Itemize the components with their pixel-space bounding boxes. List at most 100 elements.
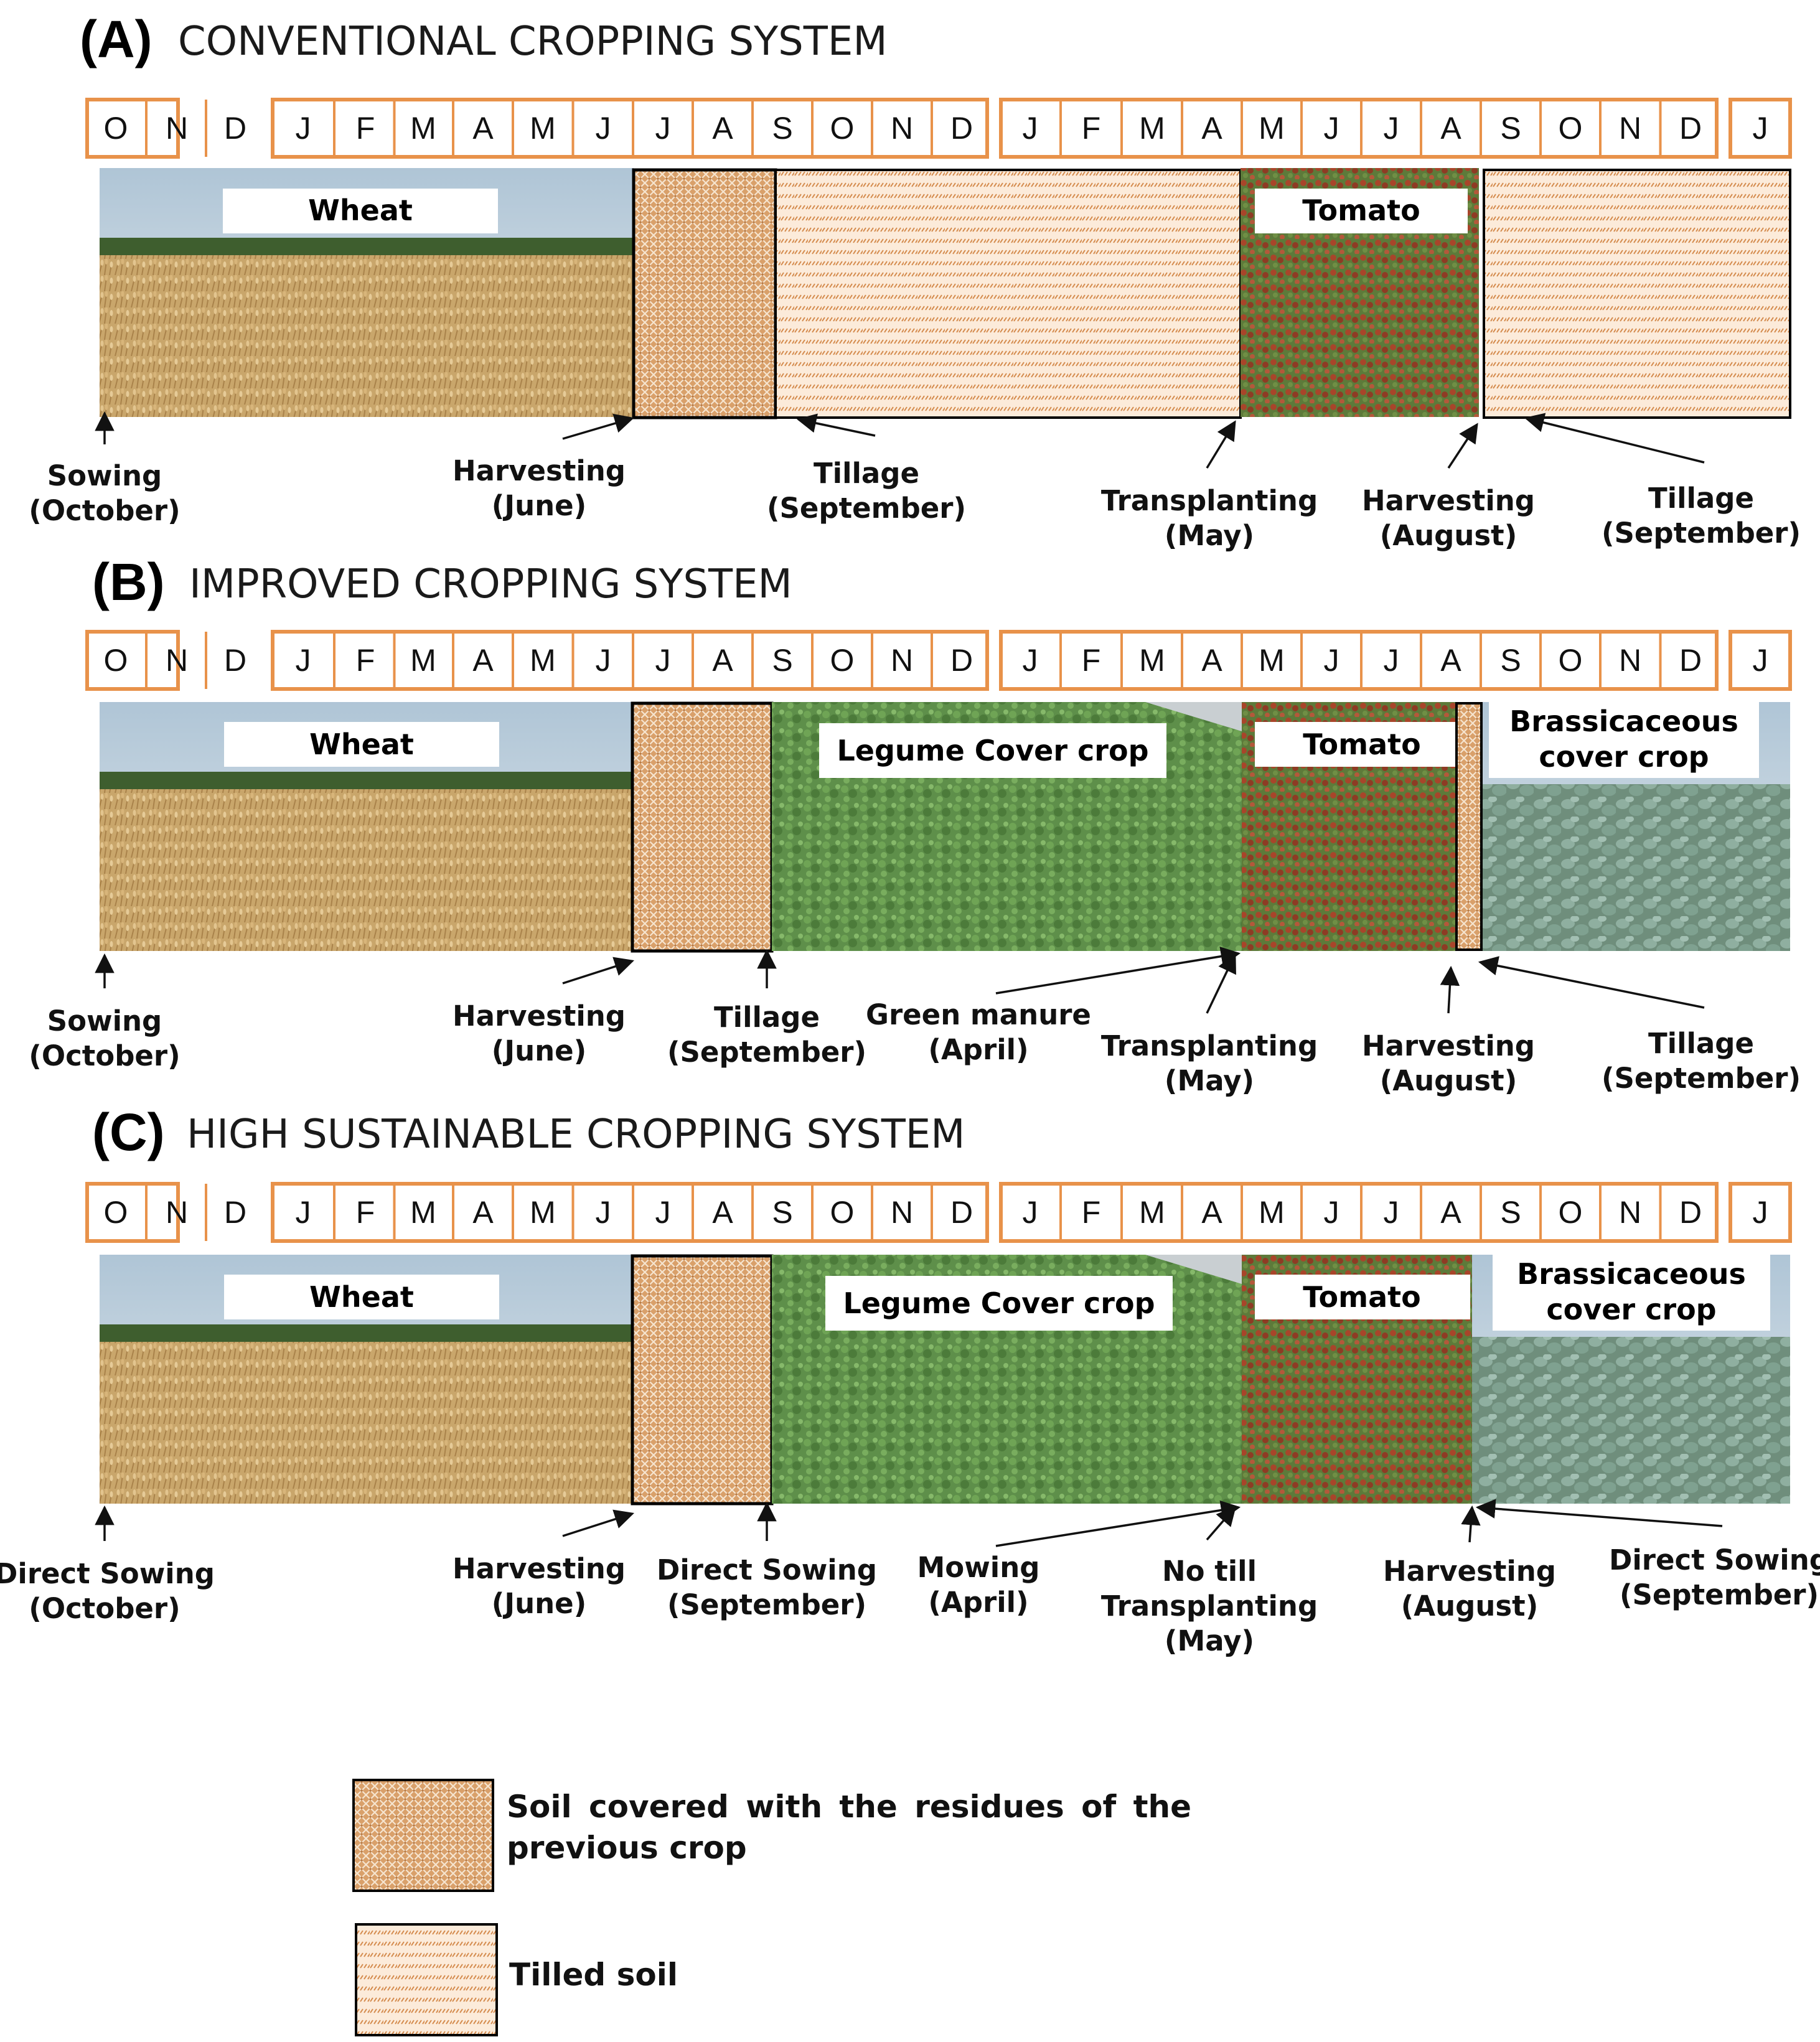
- event-label-line: (September): [1602, 1062, 1801, 1095]
- tomato-label: Tomato: [1303, 728, 1420, 761]
- event-label-line: (October): [29, 1039, 180, 1072]
- month-label: N: [166, 1195, 188, 1230]
- event-label-line: (April): [928, 1586, 1028, 1619]
- month-label: A: [1440, 111, 1461, 146]
- month-label: S: [1500, 1195, 1521, 1230]
- panel-b: (B) IMPROVED CROPPING SYSTEM Wheat Legum…: [92, 553, 1790, 953]
- event-annotation: Transplanting(May): [1101, 953, 1318, 1097]
- event-label-line: (October): [29, 1592, 180, 1625]
- event-label-line: No till: [1162, 1555, 1257, 1588]
- event-label-line: Tillage: [1648, 1027, 1754, 1060]
- event-arrow: [562, 413, 635, 440]
- tomato-label-box: [1255, 189, 1468, 233]
- month-label: A: [1201, 111, 1222, 146]
- panel-letter: (A): [80, 10, 152, 68]
- year-group-frame: [271, 98, 989, 159]
- month-label: S: [1500, 111, 1521, 146]
- month-label: M: [1259, 643, 1285, 678]
- year-group-frame: [85, 98, 180, 159]
- residue-soil-block: [632, 168, 777, 419]
- tilled-soil-block: [1483, 169, 1791, 419]
- month-label: O: [830, 643, 855, 678]
- brassica-label-line2: cover crop: [1546, 1293, 1716, 1326]
- legume-label: Legume Cover crop: [843, 1286, 1155, 1320]
- tomato-label: Tomato: [1302, 194, 1420, 227]
- event-annotation: Harvesting(August): [1362, 965, 1535, 1097]
- month-label: F: [1082, 1195, 1101, 1230]
- month-label: N: [1619, 111, 1641, 146]
- event-label-line: Harvesting: [1362, 484, 1535, 517]
- event-annotation: Tillage(September): [1524, 413, 1801, 550]
- event-arrow: [1440, 965, 1460, 1014]
- panel-title: IMPROVED CROPPING SYSTEM: [189, 561, 792, 607]
- month-label: F: [356, 1195, 375, 1230]
- panel-a: (A) CONVENTIONAL CROPPING SYSTEM Wheat T…: [80, 10, 1791, 419]
- month-label: O: [104, 111, 128, 146]
- event-label-line: Direct Sowing: [0, 1557, 215, 1590]
- month-label: A: [1201, 643, 1222, 678]
- brassica-label-line1: Brassicaceous: [1517, 1257, 1746, 1291]
- event-annotation: Harvesting(June): [453, 1509, 634, 1620]
- month-label: O: [1559, 1195, 1583, 1230]
- month-label: M: [530, 1195, 556, 1230]
- month-label: N: [1619, 1195, 1641, 1230]
- month-label: M: [1139, 111, 1165, 146]
- month-label: J: [1753, 1195, 1768, 1230]
- tomato-label: Tomato: [1303, 1280, 1420, 1314]
- month-label: J: [655, 1195, 671, 1230]
- year-group-frame: [85, 1182, 180, 1243]
- brassica-label-box: [1489, 701, 1759, 778]
- month-label: J: [1023, 111, 1038, 146]
- residue-soil-block: [631, 1254, 774, 1506]
- month-label: N: [166, 111, 188, 146]
- month-label: J: [296, 643, 311, 678]
- month-label: N: [1619, 643, 1641, 678]
- month-label: A: [1201, 1195, 1222, 1230]
- event-label-line: (August): [1380, 1064, 1517, 1097]
- event-label-line: Green manure: [866, 998, 1091, 1031]
- panel-title: HIGH SUSTAINABLE CROPPING SYSTEM: [187, 1112, 965, 1158]
- tomato-label-box: [1255, 1275, 1470, 1319]
- month-label: J: [1384, 111, 1399, 146]
- wheat-label-box: [224, 1275, 499, 1319]
- event-label-line: (May): [1165, 519, 1254, 552]
- legend-tilled-swatch: [355, 1923, 498, 2036]
- year-group-frame: [271, 630, 989, 691]
- event-label-line: Mowing: [917, 1551, 1040, 1584]
- month-label: D: [224, 1195, 246, 1230]
- month-label: A: [472, 1195, 494, 1230]
- month-label: O: [830, 111, 855, 146]
- month-label: D: [224, 643, 246, 678]
- month-label: J: [596, 1195, 611, 1230]
- event-arrow: [1206, 420, 1236, 469]
- wheat-label: Wheat: [308, 194, 413, 227]
- year-group-frame: [1729, 630, 1792, 691]
- month-label: D: [1679, 1195, 1702, 1230]
- month-label: N: [166, 643, 188, 678]
- event-label-line: (September): [767, 492, 966, 525]
- wheat-label-box: [224, 722, 499, 767]
- month-label: M: [410, 643, 436, 678]
- month-label: M: [530, 111, 556, 146]
- event-arrow: [1478, 956, 1705, 1009]
- event-label-line: (June): [492, 1587, 586, 1620]
- month-label: D: [950, 111, 973, 146]
- month-label: N: [891, 111, 913, 146]
- month-label: J: [1324, 111, 1339, 146]
- event-label-line: Sowing: [47, 459, 162, 492]
- month-label: J: [1384, 643, 1399, 678]
- event-annotation: Green manure(April): [866, 947, 1241, 1066]
- wheat-label-box: [223, 189, 498, 233]
- event-label-line: (September): [667, 1588, 866, 1621]
- event-annotation: Direct Sowing(September): [657, 1501, 877, 1621]
- event-label-line: Direct Sowing: [1609, 1543, 1820, 1576]
- event-annotation: Harvesting(June): [453, 413, 635, 522]
- legume-label-box: [819, 723, 1166, 778]
- month-label: J: [1023, 1195, 1038, 1230]
- event-arrow: [562, 1509, 634, 1537]
- event-label-line: Harvesting: [453, 1552, 626, 1585]
- wheat-label: Wheat: [309, 728, 414, 761]
